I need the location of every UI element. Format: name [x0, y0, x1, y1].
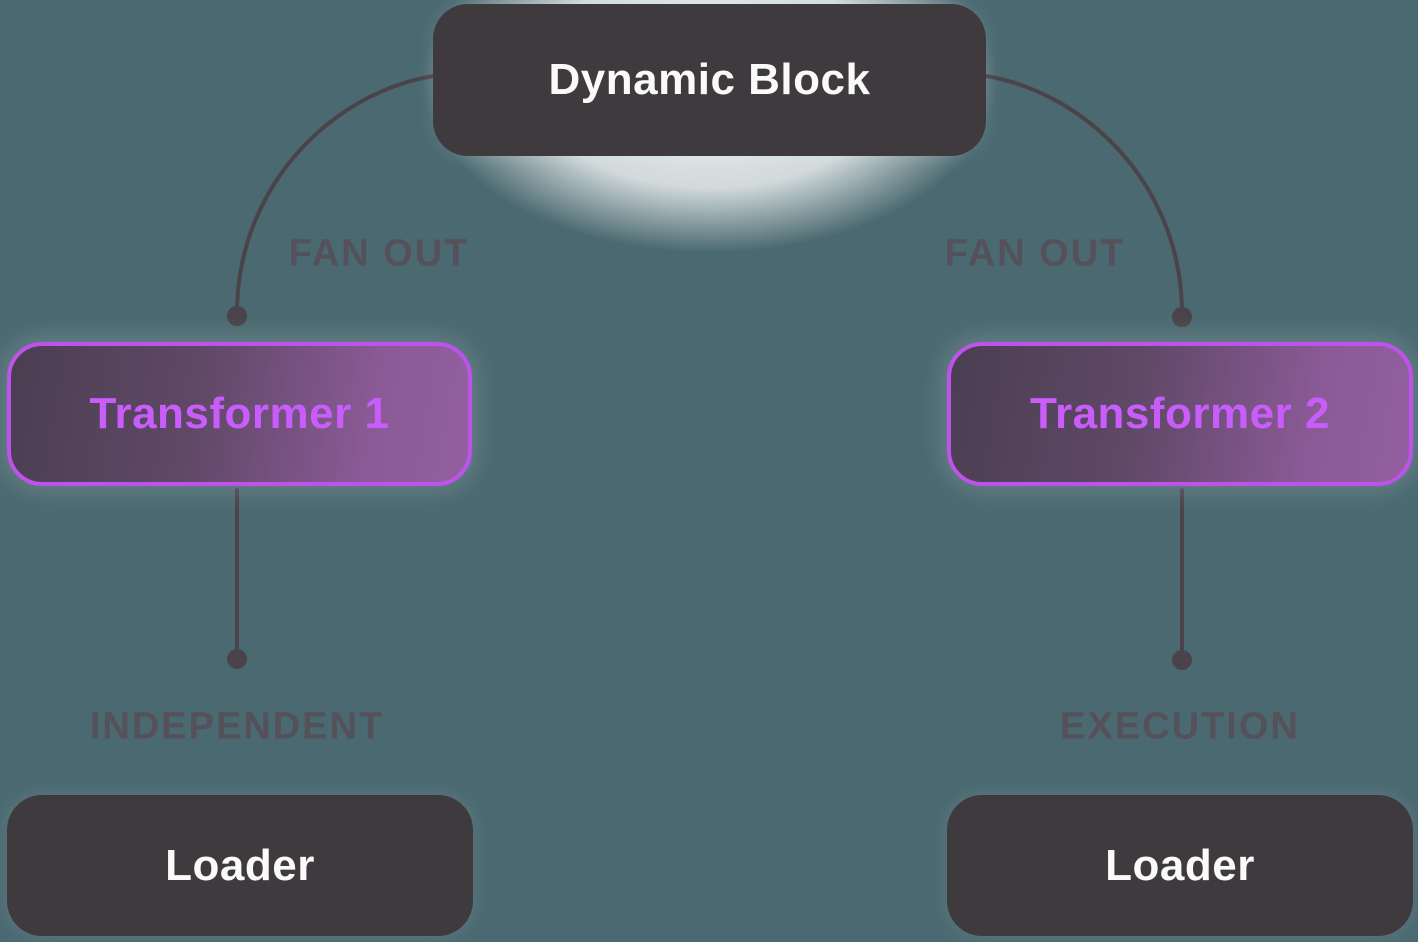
node-loader-right-label: Loader	[1105, 840, 1255, 890]
node-loader-left: Loader	[7, 795, 473, 936]
node-loader-right: Loader	[947, 795, 1413, 936]
node-transformer-1-label: Transformer 1	[89, 389, 390, 438]
node-loader-left-label: Loader	[165, 840, 315, 890]
edge-label-fan-out-left: FAN OUT	[288, 232, 470, 275]
edge-label-independent: INDEPENDENT	[89, 705, 385, 748]
node-transformer-2: Transformer 2	[947, 342, 1413, 486]
edge-endpoint-dot	[1172, 650, 1192, 670]
edge-fan-out-right	[984, 74, 1184, 316]
edge-label-fan-out-right: FAN OUT	[944, 232, 1126, 275]
node-transformer-1: Transformer 1	[7, 342, 472, 486]
edge-endpoint-dot	[227, 306, 247, 326]
edge-fan-out-left	[235, 74, 435, 316]
edge-endpoint-dot	[1172, 307, 1192, 327]
edge-endpoint-dot	[227, 649, 247, 669]
node-dynamic-block: Dynamic Block	[433, 4, 986, 156]
node-transformer-2-label: Transformer 2	[1030, 389, 1330, 438]
edge-label-execution: EXECUTION	[1060, 705, 1300, 748]
node-dynamic-block-label: Dynamic Block	[548, 55, 871, 104]
